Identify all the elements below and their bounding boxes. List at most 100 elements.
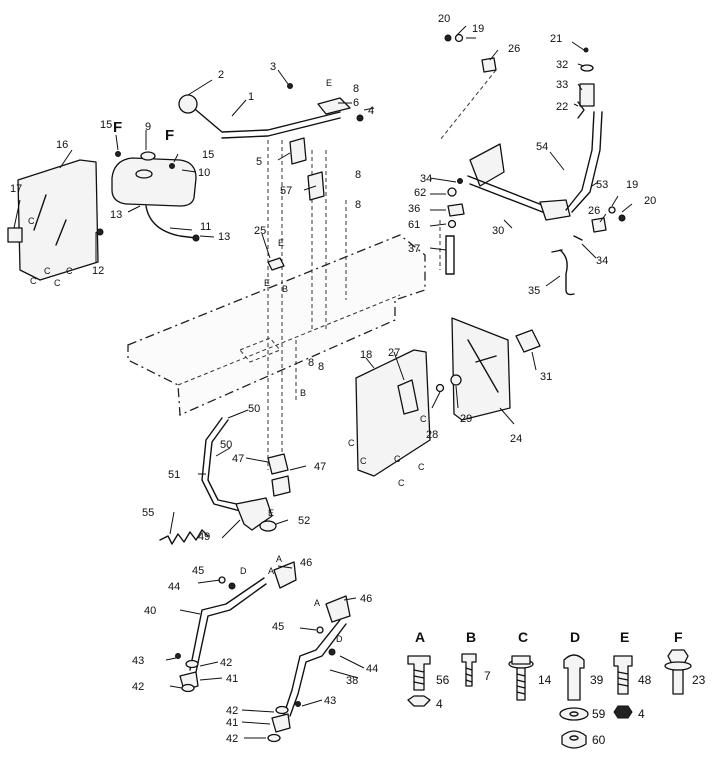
callout-25: 25 [254,225,266,237]
nut-28 [435,383,445,393]
callout-35: 35 [528,285,540,297]
legend-num-14: 14 [538,673,552,687]
callout-32: 32 [556,59,568,71]
bracket-46a [273,561,297,589]
bolt-b-threads [465,667,473,683]
callout-2: 2 [218,69,224,81]
legend-num-4b: 4 [638,707,645,721]
nut-a-4 [407,695,431,707]
legend-letter-b: B [466,629,476,645]
callout-52: 52 [298,515,310,527]
letter-a-2: A [268,566,274,576]
legend-num-48: 48 [638,673,652,687]
callout-38: 38 [346,675,358,687]
callout-13a: 13 [110,209,122,221]
callout-46a: 46 [300,557,312,569]
guide-lines [267,69,497,470]
handle-grip-33 [579,83,595,107]
callout-62: 62 [414,187,426,199]
letter-c-8: C [394,454,401,464]
callout-51: 51 [168,469,180,481]
callout-20b: 20 [644,195,656,207]
callout-8d: 8 [308,357,314,369]
callout-44a: 44 [168,581,180,593]
callout-50a: 50 [248,403,260,415]
pin-34b [573,235,583,241]
fuel-line [145,205,197,239]
callout-37: 37 [408,243,420,255]
leader-lines [13,25,633,739]
legend-num-4a: 4 [436,697,443,711]
rod-51 [201,417,247,513]
letter-e-2: E [278,238,284,248]
callout-34b: 34 [596,255,608,267]
letter-c-5: C [348,438,355,448]
shift-knob [178,94,198,114]
legend-letter-c: C [518,629,528,645]
bolt-e-threads [617,671,629,687]
callout-40: 40 [144,605,156,617]
legend-num-59: 59 [592,707,606,721]
bolt-31 [515,329,541,353]
nut-42c [275,705,289,715]
callout-42d: 42 [226,733,238,745]
nut-4 [356,114,364,122]
washer-d-59 [559,707,589,721]
legend-num-23: 23 [692,673,706,687]
plate-24 [451,317,511,421]
letter-c-3: C [30,276,37,286]
legend-num-56: 56 [436,673,450,687]
callout-42c: 42 [226,705,238,717]
callout-16: 16 [56,139,68,151]
fitting-41b [271,713,291,733]
screw-12 [96,228,104,236]
knob-26b [591,217,607,233]
callout-18: 18 [360,349,372,361]
nut-d-60-hole [569,735,579,741]
callout-45a: 45 [192,565,204,577]
callout-8c: 8 [355,199,361,211]
legend-num-7: 7 [484,669,491,683]
callout-57: 57 [280,185,292,197]
bolt-f-shaft [672,669,684,695]
callout-45b: 45 [272,621,284,633]
letter-c-11: C [28,216,35,226]
nut-20 [444,34,452,42]
callout-53: 53 [596,179,608,191]
bolt-e-48 [613,655,633,695]
chassis-frame [127,234,426,416]
shift-lever [195,109,341,139]
callout-43a: 43 [132,655,144,667]
chassis-frame-lower [177,294,401,386]
callout-17: 17 [10,183,22,195]
spring-55 [159,529,209,545]
linkage-47 [267,453,289,475]
callout-3: 3 [270,61,276,73]
bushing-52 [259,520,277,532]
callout-6: 6 [353,97,359,109]
callout-22: 22 [556,101,568,113]
callout-36: 36 [408,203,420,215]
pin-21 [583,47,589,53]
letter-f-1: F [113,119,122,136]
callout-61: 61 [408,219,420,231]
letter-d-1: D [240,566,247,576]
callout-47b: 47 [314,461,326,473]
letter-c-10: C [398,478,405,488]
washer-19 [454,33,464,43]
callout-labels: 2 1 3 4 8 6 5 57 8 8 9 10 15 15 16 17 12… [10,13,656,745]
callout-28: 28 [426,429,438,441]
callout-8b: 8 [355,169,361,181]
linkage-47b [271,475,291,497]
callout-9: 9 [145,121,151,133]
pin-43b [295,701,301,707]
bolt-a-56 [407,655,431,691]
callout-21: 21 [550,33,562,45]
callout-43b: 43 [324,695,336,707]
legend-num-60: 60 [592,733,606,747]
screw-15b [169,163,175,169]
letter-c-2: C [66,266,73,276]
callout-44b: 44 [366,663,378,675]
callout-10: 10 [198,167,210,179]
bolt-3 [287,83,293,89]
